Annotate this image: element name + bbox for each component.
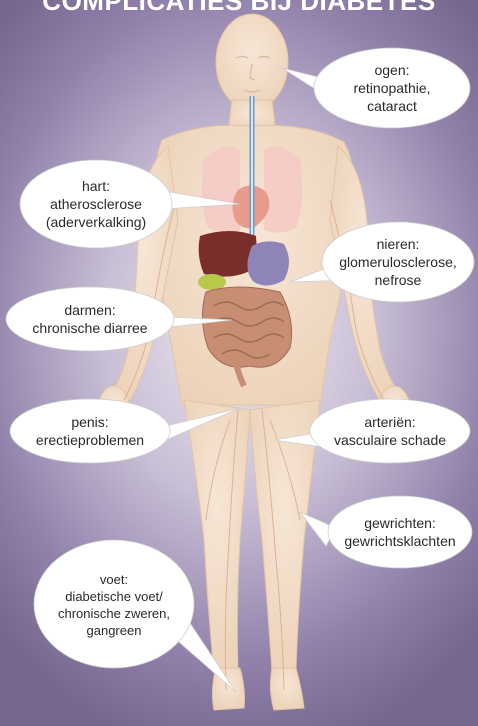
title: COMPLICATIES BIJ DIABETES	[0, 0, 478, 17]
callout-voet-line-3: chronische zweren,	[58, 605, 170, 622]
callout-arterien-line-1: arteriën:	[364, 413, 415, 431]
foot-right	[270, 668, 304, 710]
callout-ogen-line-2: retinopathie,	[353, 79, 430, 97]
callout-voet-line-2: diabetische voet/	[65, 588, 163, 605]
head	[216, 14, 288, 110]
callout-gewrichten-line-2: gewrichtsklachten	[344, 532, 455, 550]
gallbladder	[198, 274, 226, 290]
callout-darmen-line-1: darmen:	[64, 301, 115, 319]
callout-darmen-line-2: chronische diarree	[32, 319, 147, 337]
callout-ogen-line-1: ogen:	[374, 61, 409, 79]
callout-hart: hart: atherosclerose (aderverkalking)	[24, 172, 168, 236]
stomach	[247, 241, 289, 285]
callout-ogen-line-3: cataract	[367, 97, 417, 115]
callout-penis-line-2: erectieproblemen	[36, 431, 144, 449]
callout-nieren-line-3: nefrose	[375, 271, 422, 289]
callout-arterien: arteriën: vasculaire schade	[312, 411, 468, 451]
callout-hart-line-2: atherosclerose	[50, 195, 142, 213]
callout-ogen: ogen: retinopathie, cataract	[322, 56, 462, 120]
callout-penis: penis: erectieproblemen	[12, 411, 168, 451]
callout-hart-line-3: (aderverkalking)	[46, 213, 146, 231]
callout-gewrichten: gewrichten: gewrichtsklachten	[330, 512, 470, 552]
callout-arterien-line-2: vasculaire schade	[334, 431, 446, 449]
callout-voet-line-4: gangreen	[87, 622, 142, 639]
callout-hart-line-1: hart:	[82, 177, 110, 195]
callout-nieren-line-2: glomerulosclerose,	[339, 253, 457, 271]
callout-nieren: nieren: glomerulosclerose, nefrose	[326, 230, 470, 294]
callout-voet: voet: diabetische voet/ chronische zwere…	[38, 566, 190, 644]
callout-gewrichten-line-1: gewrichten:	[364, 514, 436, 532]
callout-voet-line-1: voet:	[100, 571, 128, 588]
callout-nieren-line-1: nieren:	[377, 235, 420, 253]
callout-darmen: darmen: chronische diarree	[8, 299, 172, 339]
callout-penis-line-1: penis:	[71, 413, 108, 431]
